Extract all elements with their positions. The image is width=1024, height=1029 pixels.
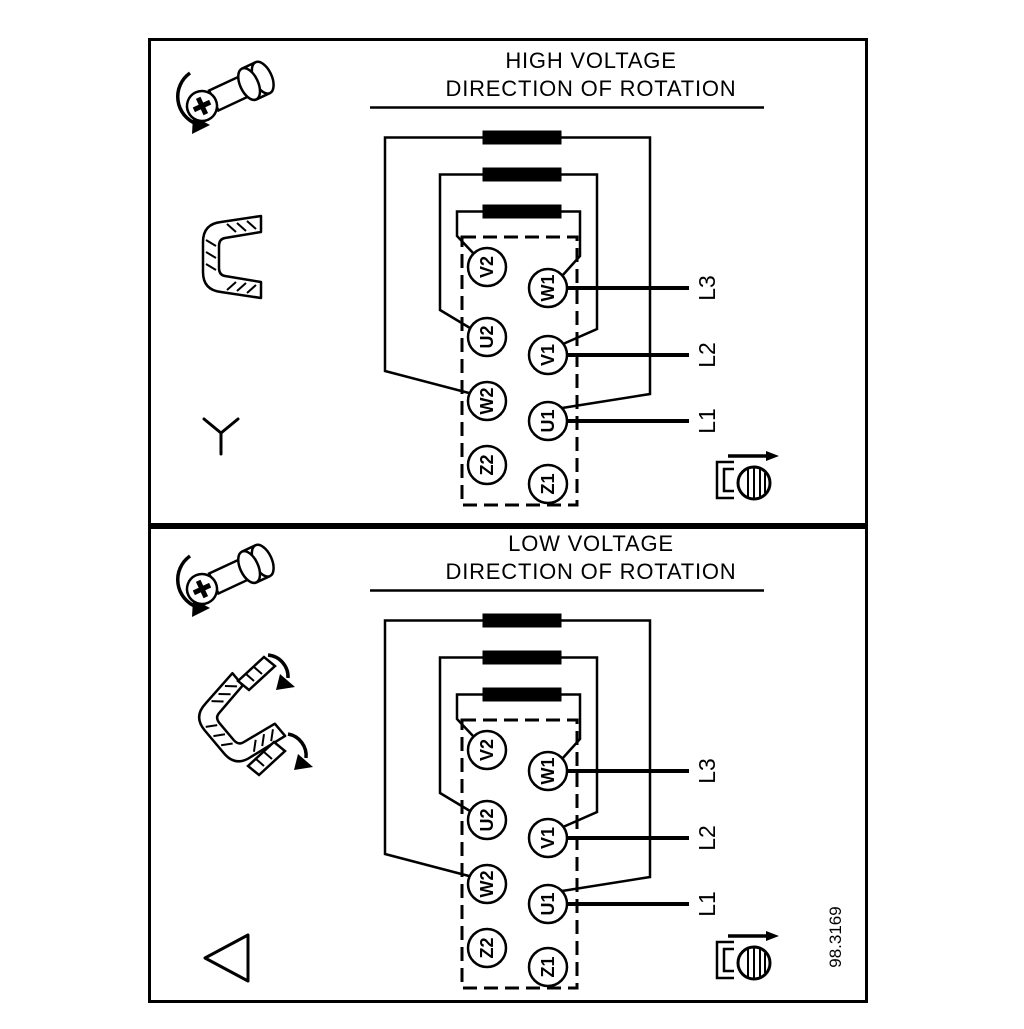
panel-low-voltage: LOW VOLTAGE DIRECTION OF ROTATION 98.316… — [178, 531, 845, 990]
arrow-head — [276, 674, 295, 690]
panel-high-voltage: HIGH VOLTAGE DIRECTION OF ROTATION — [178, 48, 781, 507]
figure-number: 98.3169 — [826, 906, 845, 967]
star-connection-symbol — [202, 417, 240, 456]
bridge-piece-hatch — [245, 666, 263, 682]
bridge-removal-icon — [186, 653, 313, 777]
removal-arrow — [267, 653, 290, 679]
panel-title-line1: LOW VOLTAGE — [508, 531, 674, 556]
removal-arrow — [287, 732, 308, 759]
panel-title-line2: DIRECTION OF ROTATION — [446, 76, 737, 101]
arrow-head — [294, 754, 313, 770]
bridge-piece-hatch — [255, 751, 273, 767]
bridge-piece — [236, 655, 277, 692]
panel-title-line2: DIRECTION OF ROTATION — [446, 559, 737, 584]
bridge-piece — [246, 740, 287, 777]
panel-title-line1: HIGH VOLTAGE — [505, 48, 676, 73]
delta-connection-symbol — [203, 933, 250, 983]
